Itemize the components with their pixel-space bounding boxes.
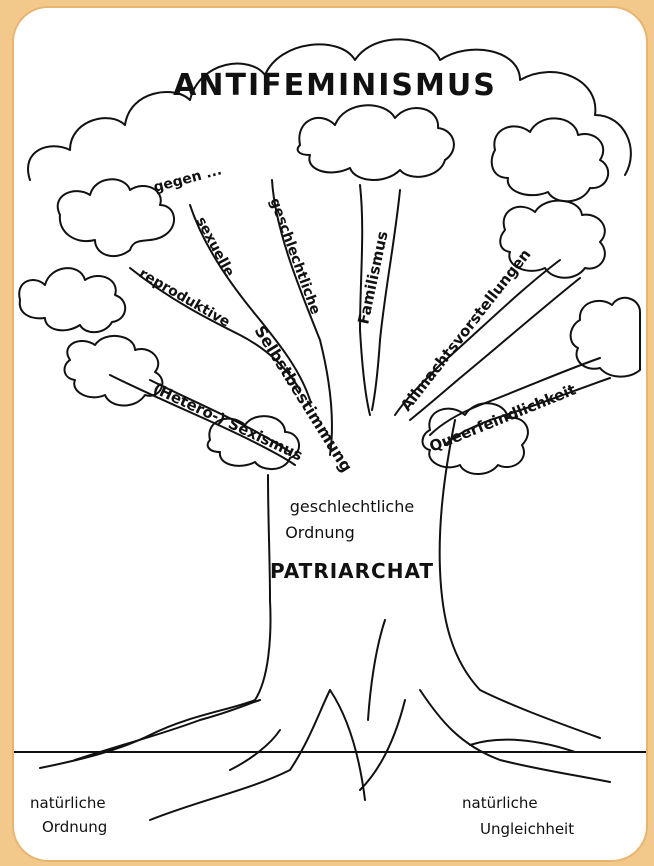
root-label-ordnung: Ordnung [42, 818, 107, 836]
branch-allmacht [394, 259, 561, 416]
root-label-natuerliche-left: natürliche [30, 794, 106, 812]
trunk-label-geschlechtliche: geschlechtliche [290, 497, 414, 516]
right-foliage-top [490, 117, 610, 203]
branch-label-allmacht: Allmachtsvorstellungen [397, 246, 534, 415]
left-foliage-mid [18, 267, 127, 334]
branch-sexuelle [189, 204, 311, 401]
branch-label-geschlechtliche: geschlechtliche [266, 196, 323, 317]
root-label-natuerliche-right: natürliche [462, 794, 538, 812]
left-foliage-top [56, 178, 175, 258]
root-label-ungleichheit: Ungleichheit [480, 820, 574, 838]
tree-crown-outline [27, 38, 632, 181]
branch-queerfeindlichkeit [429, 357, 601, 436]
tree-trunk [39, 474, 272, 769]
branch-reproduktive [129, 267, 301, 391]
trunk-label-patriarchat: PATRIARCHAT [270, 559, 434, 583]
branch-familismus [359, 184, 371, 416]
center-foliage [296, 104, 455, 181]
right-foliage-low [569, 296, 641, 378]
trunk-label-ordnung: Ordnung [285, 523, 355, 542]
branch-label-gegen: gegen ... [152, 162, 224, 196]
branch-label-familismus: Familismus [354, 229, 391, 325]
branch-geschlechtliche [271, 179, 333, 456]
branch-label-reproduktive: reproduktive [136, 266, 233, 331]
tree-roots [74, 689, 611, 821]
right-foliage-mid [499, 199, 606, 279]
branch-label-queerfeindlichkeit: Queerfeindlichkeit [427, 380, 579, 455]
branch-label-sexuelle: sexuelle [192, 214, 237, 279]
branch-label-sexismus: (Hetero-) Sexismus [150, 379, 305, 464]
left-foliage-low [63, 335, 164, 407]
tree-diagram-card: ANTIFEMINISMUS gegen ... sexuelle geschl… [14, 8, 646, 860]
branch-sexismus [109, 374, 296, 466]
diagram-title: ANTIFEMINISMUS [173, 68, 497, 103]
tree-illustration: ANTIFEMINISMUS gegen ... sexuelle geschl… [14, 38, 646, 838]
right-foliage-bottom [421, 402, 529, 475]
